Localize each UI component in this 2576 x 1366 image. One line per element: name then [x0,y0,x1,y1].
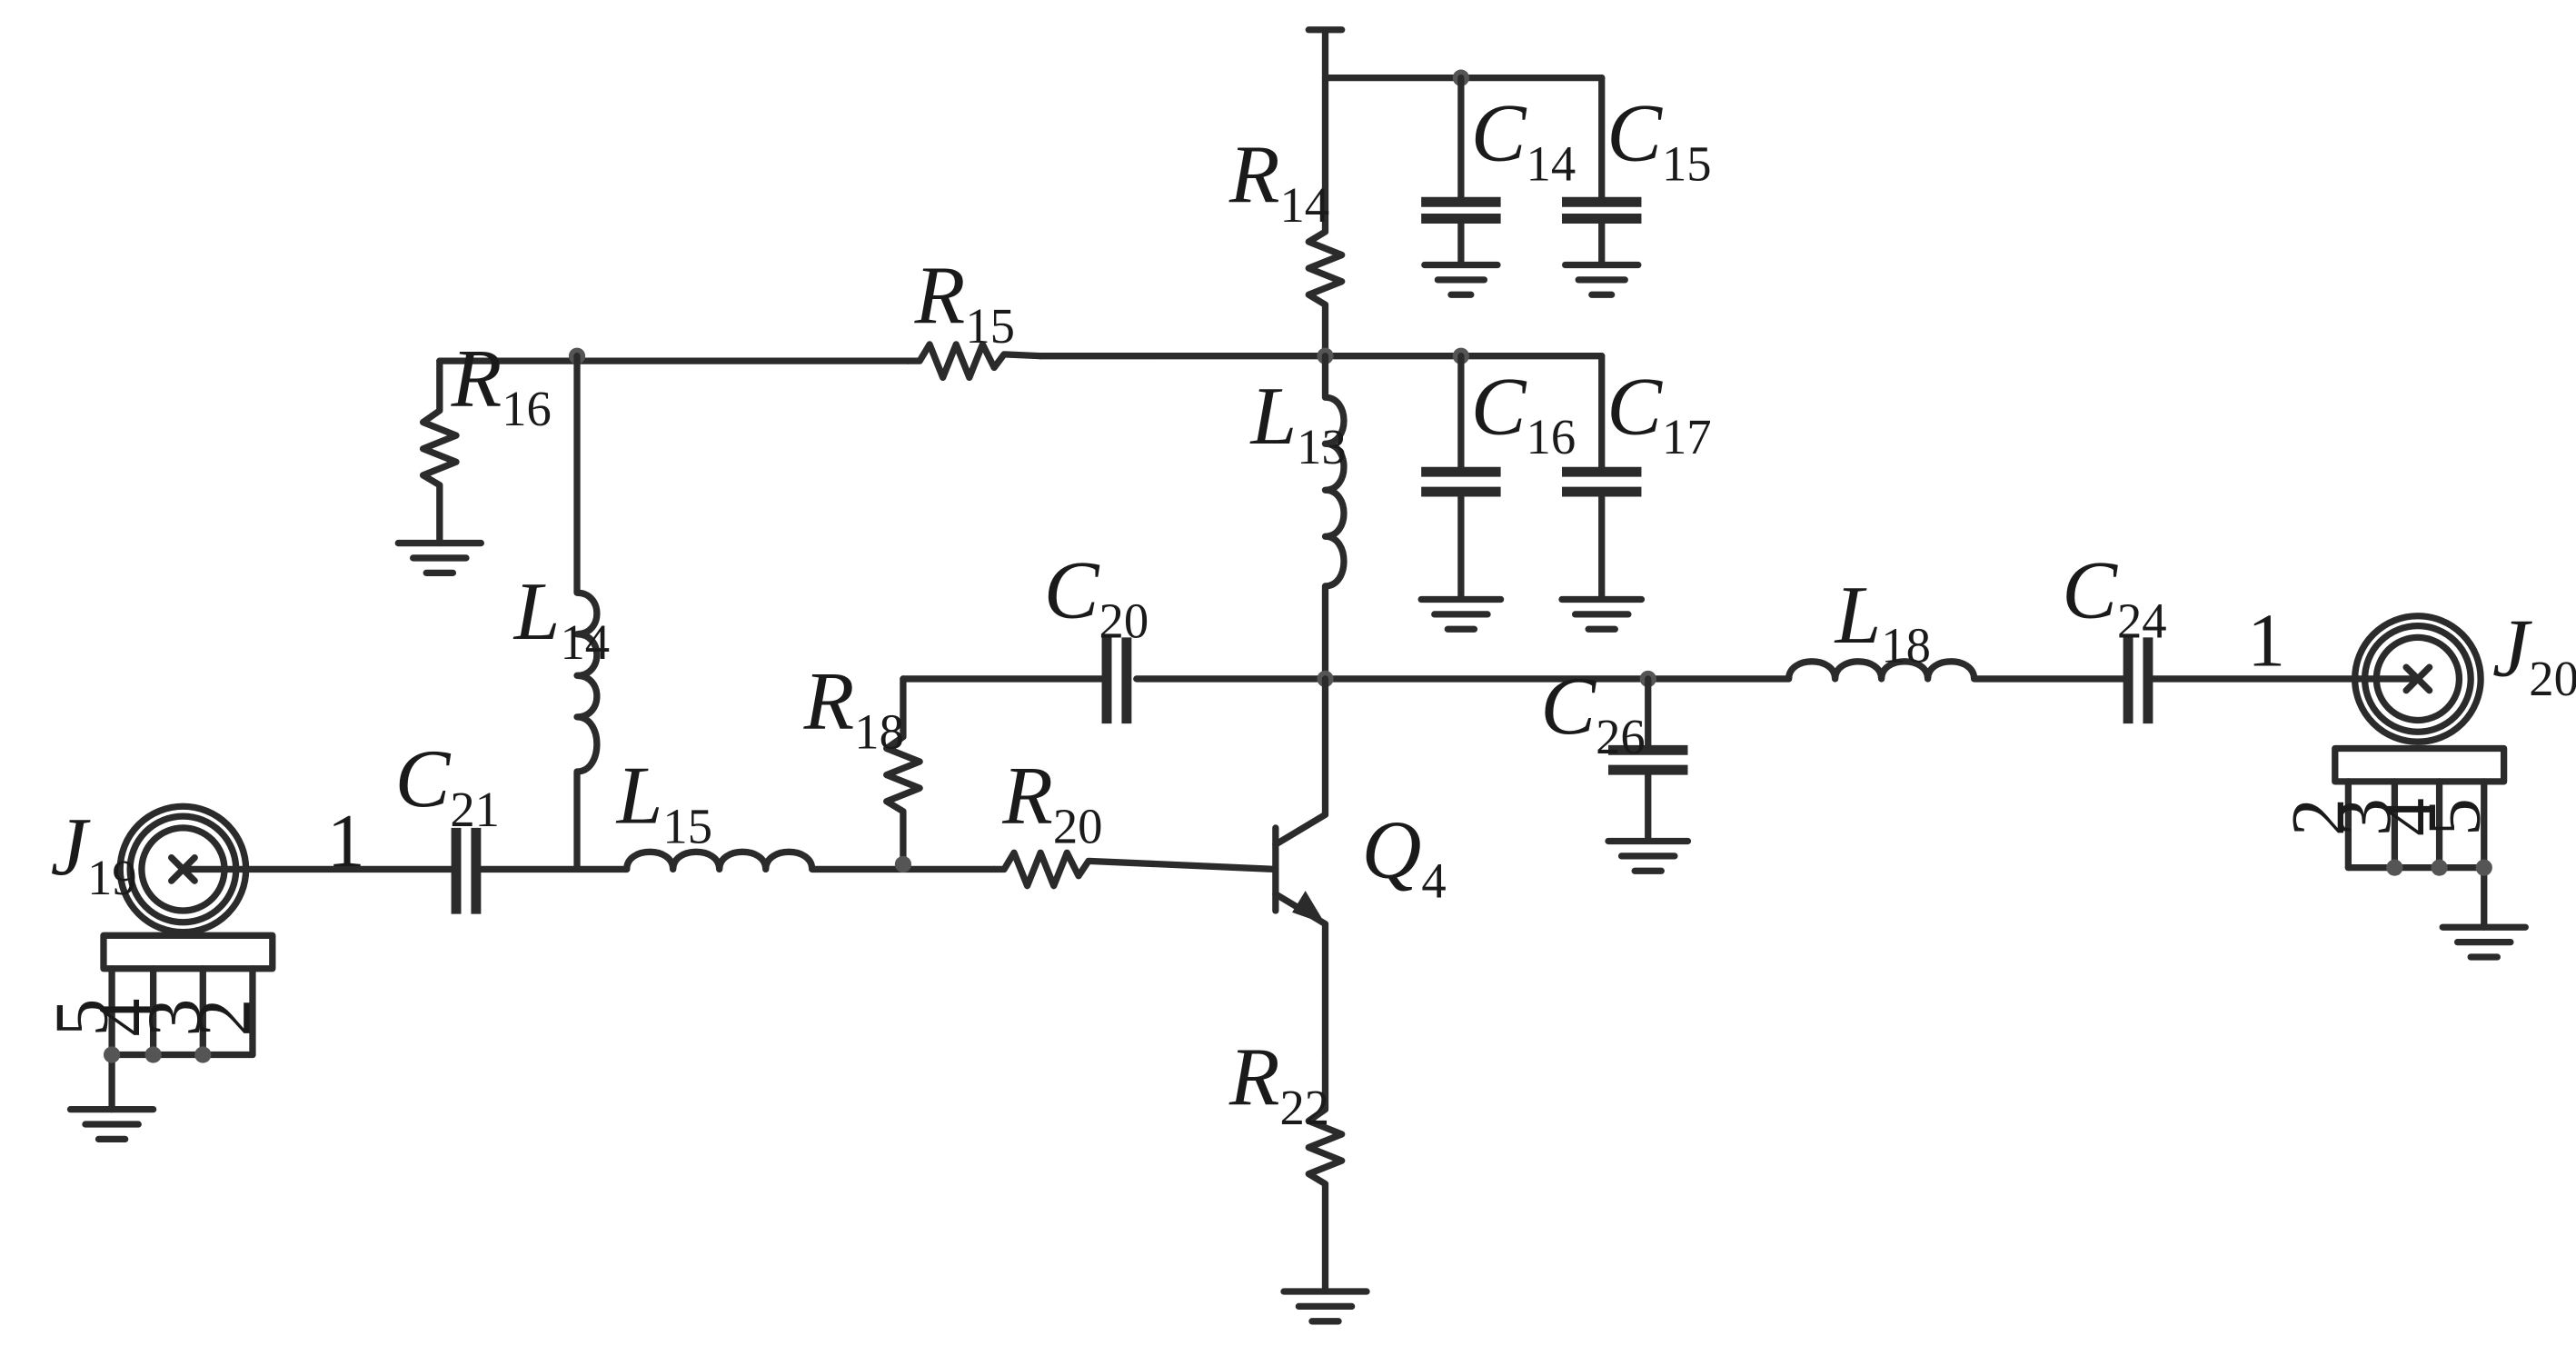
label-r16: R16 [451,332,552,436]
pin-j20-2: 2 [2276,798,2361,836]
inductor-l18 [1785,658,2127,683]
capacitor-c14 [1421,74,1501,298]
inductor-l13 [1321,353,1348,683]
pin-j19-2: 2 [182,999,266,1037]
capacitor-c26 [1605,675,1692,874]
label-r14: R14 [1228,128,1329,233]
resistor-r20 [990,849,1279,890]
label-l18: L18 [1834,569,1931,673]
component-labels: R14 C14 C15 R15 R16 L13 C16 C17 C20 L14 … [51,87,2576,1135]
pin-j19-3: 3 [133,999,217,1037]
capacitor-c15 [1562,74,1642,298]
inductor-l14 [573,353,601,873]
resistor-r16 [394,357,485,576]
label-c20: C20 [1044,544,1149,649]
capacitor-c16 [1417,353,1505,633]
label-l14: L14 [512,565,610,670]
inductor-l15 [623,848,998,873]
pin-j20-signal: 1 [2247,598,2285,683]
pin-j20-4: 4 [2367,798,2452,836]
label-c17: C17 [1606,360,1711,464]
resistor-r15 [904,341,1044,382]
label-c26: C26 [1540,660,1645,764]
label-c21: C21 [395,733,500,837]
input-line [179,827,631,914]
label-j20: J20 [2492,602,2576,706]
label-c14: C14 [1471,87,1576,192]
label-q4: Q4 [1362,804,1447,909]
label-c15: C15 [1606,87,1711,192]
pin-j20-5: 5 [2412,798,2496,836]
label-r18: R18 [803,655,904,760]
label-c16: C16 [1471,360,1576,464]
resistor-r14 [1305,212,1346,360]
resistor-r18 [883,675,923,868]
label-l13: L13 [1249,370,1347,474]
capacitor-c20 [1101,637,1132,724]
label-j19: J19 [51,801,137,905]
label-l15: L15 [615,749,712,853]
pin-labels: 1 1 5 4 3 2 2 3 4 5 [40,598,2497,1036]
pin-j19-4: 4 [83,999,167,1037]
transistor-q4 [1272,675,1329,1063]
label-r20: R20 [1001,749,1102,853]
label-r15: R15 [914,249,1015,354]
pin-j19-5: 5 [40,999,124,1037]
capacitor-c24 [2123,637,2417,724]
connector-j20 [2332,613,2529,961]
connector-j19 [66,803,276,1143]
pin-j19-signal: 1 [327,799,365,883]
resistor-r22 [1280,1056,1370,1325]
output-bus [900,670,1793,688]
label-c24: C24 [2062,544,2166,649]
capacitor-c17 [1558,353,1646,633]
pin-j20-3: 3 [2322,798,2407,836]
bias-bus [436,347,1606,364]
label-r22: R22 [1228,1031,1329,1135]
